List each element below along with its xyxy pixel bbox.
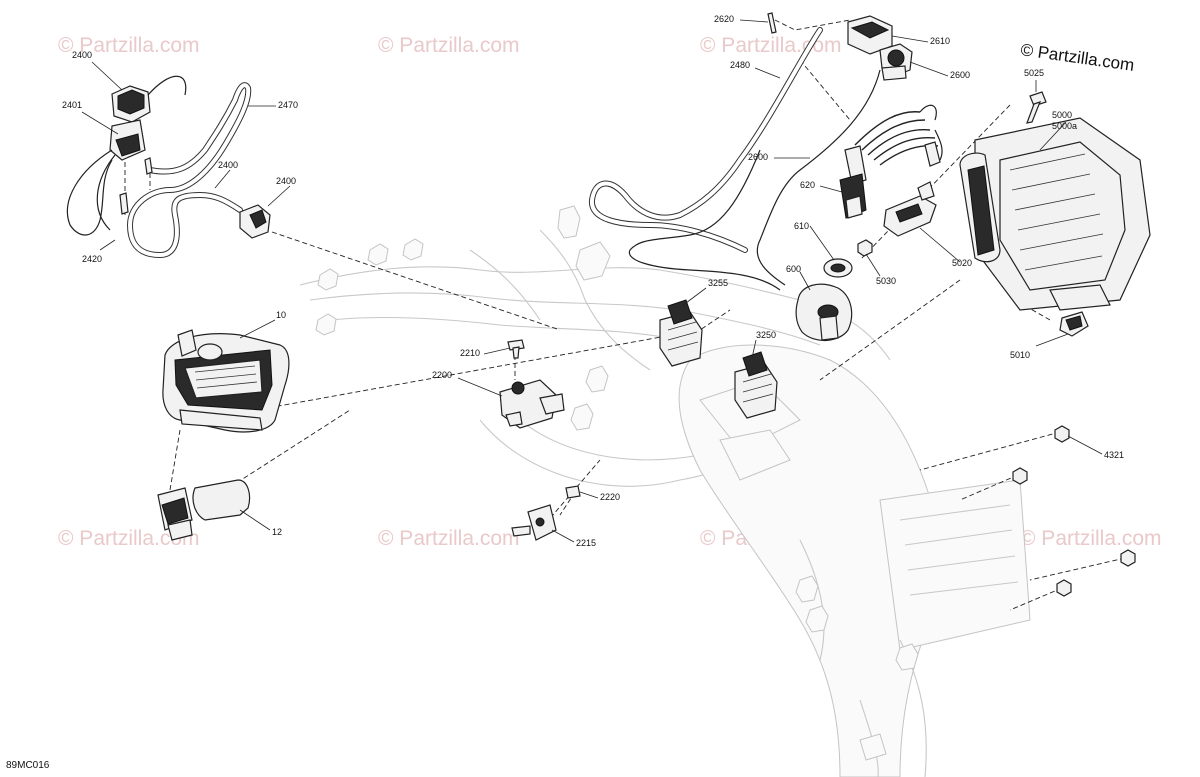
- label-2600-top[interactable]: 2600: [950, 70, 970, 80]
- label-2401[interactable]: 2401: [62, 100, 82, 110]
- label-5020[interactable]: 5020: [952, 258, 972, 268]
- sensor-2215[interactable]: [511, 504, 557, 541]
- label-12[interactable]: 12: [272, 527, 282, 537]
- connector-3255[interactable]: [659, 299, 703, 367]
- nut-5030[interactable]: [857, 239, 873, 257]
- label-2470[interactable]: 2470: [278, 100, 298, 110]
- watermark-5: © Partzilla.com: [378, 527, 520, 550]
- clip-5010[interactable]: [1059, 311, 1089, 337]
- label-4321[interactable]: 4321: [1104, 450, 1124, 460]
- watermarks: © Partzilla.com © Partzilla.com © Partzi…: [58, 34, 1162, 550]
- module-10[interactable]: [162, 329, 290, 433]
- diagram-code: 89MC016: [6, 760, 50, 771]
- label-10[interactable]: 10: [276, 310, 286, 320]
- label-2210[interactable]: 2210: [460, 348, 480, 358]
- label-5025[interactable]: 5025: [1024, 68, 1044, 78]
- watermark-2: © Partzilla.com: [378, 34, 520, 57]
- wire-2480-2600: [589, 27, 881, 291]
- switch-600[interactable]: [795, 283, 853, 341]
- screw-2220[interactable]: [565, 485, 581, 499]
- connector-12[interactable]: [157, 479, 251, 541]
- label-5030[interactable]: 5030: [876, 276, 896, 286]
- label-5000a[interactable]: 5000a: [1052, 121, 1077, 131]
- label-2400-connector[interactable]: 2400: [276, 176, 296, 186]
- grommet-610[interactable]: [823, 258, 853, 278]
- label-600[interactable]: 600: [786, 264, 801, 274]
- label-2215[interactable]: 2215: [576, 538, 596, 548]
- part-labels: 2400 2401 2470 2400 2400 2420 10 12 2620…: [62, 14, 1124, 548]
- label-2200[interactable]: 2200: [432, 370, 452, 380]
- label-5010[interactable]: 5010: [1010, 350, 1030, 360]
- nuts-4321[interactable]: [1012, 425, 1136, 597]
- bracket-5020[interactable]: [883, 181, 937, 237]
- label-2400-mid[interactable]: 2400: [218, 160, 238, 170]
- label-610[interactable]: 610: [794, 221, 809, 231]
- label-620[interactable]: 620: [800, 180, 815, 190]
- label-3250[interactable]: 3250: [756, 330, 776, 340]
- label-2620[interactable]: 2620: [714, 14, 734, 24]
- connector-3250[interactable]: [734, 351, 778, 419]
- leader-lines: [81, 19, 1103, 543]
- watermark-3: © Partzilla.com: [700, 34, 842, 57]
- label-3255[interactable]: 3255: [708, 278, 728, 288]
- label-2220[interactable]: 2220: [600, 492, 620, 502]
- sensor-2200[interactable]: [499, 379, 565, 429]
- ecu-5000[interactable]: [959, 117, 1151, 311]
- label-2480[interactable]: 2480: [730, 60, 750, 70]
- main-harness-ghost: [299, 205, 1031, 777]
- label-2420[interactable]: 2420: [82, 254, 102, 264]
- switch-2400-assembly[interactable]: [66, 75, 271, 258]
- assembly-lines: [124, 19, 1126, 611]
- label-2610[interactable]: 2610: [930, 36, 950, 46]
- label-5000[interactable]: 5000: [1052, 110, 1072, 120]
- watermark-1: © Partzilla.com: [58, 34, 200, 57]
- coiled-cord-620[interactable]: [839, 104, 943, 219]
- label-2400-top[interactable]: 2400: [72, 50, 92, 60]
- watermark-4: © Partzilla.com: [58, 527, 200, 550]
- switch-2610-assembly[interactable]: [767, 12, 913, 81]
- bolt-5025[interactable]: [1026, 91, 1047, 124]
- watermark-7: © Partzilla.com: [1020, 527, 1162, 550]
- label-2600-wire[interactable]: 2600: [748, 152, 768, 162]
- screw-2210[interactable]: [507, 339, 525, 359]
